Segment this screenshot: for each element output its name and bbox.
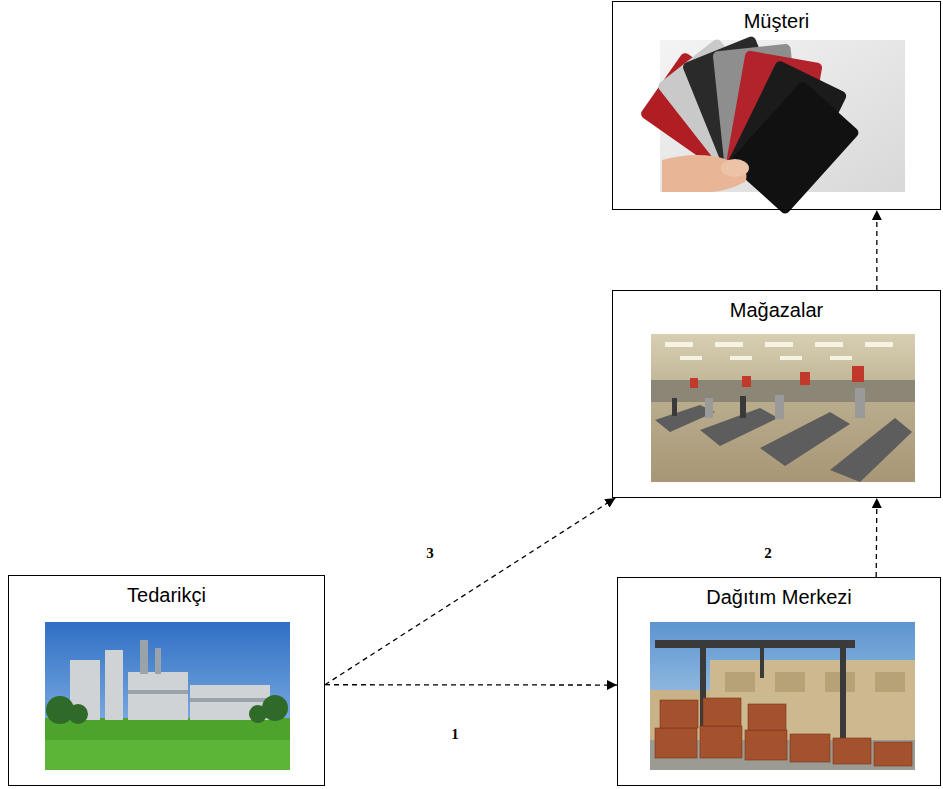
- dashed-arrow: [325, 684, 617, 686]
- distribution-box: Dağıtım Merkezi: [617, 577, 941, 786]
- supplier-box: Tedarikçi: [8, 575, 325, 786]
- flow-number: 1: [451, 725, 459, 743]
- dashed-arrow: [325, 498, 615, 685]
- dashed-arrow: [876, 498, 878, 577]
- factory-photo: [45, 622, 290, 770]
- credit-cards-photo: [639, 35, 905, 215]
- node-title: Dağıtım Merkezi: [618, 578, 940, 609]
- flow-number: 2: [764, 544, 772, 562]
- store-photo: [651, 334, 915, 482]
- node-title: Müşteri: [613, 2, 940, 33]
- node-title: Mağazalar: [613, 291, 940, 322]
- node-title: Tedarikçi: [9, 576, 324, 607]
- customer-box: Müşteri: [612, 1, 941, 210]
- flow-number: 3: [426, 544, 434, 562]
- store-box: Mağazalar: [612, 290, 941, 498]
- dashed-arrow: [876, 210, 877, 290]
- warehouse-photo: [650, 622, 915, 770]
